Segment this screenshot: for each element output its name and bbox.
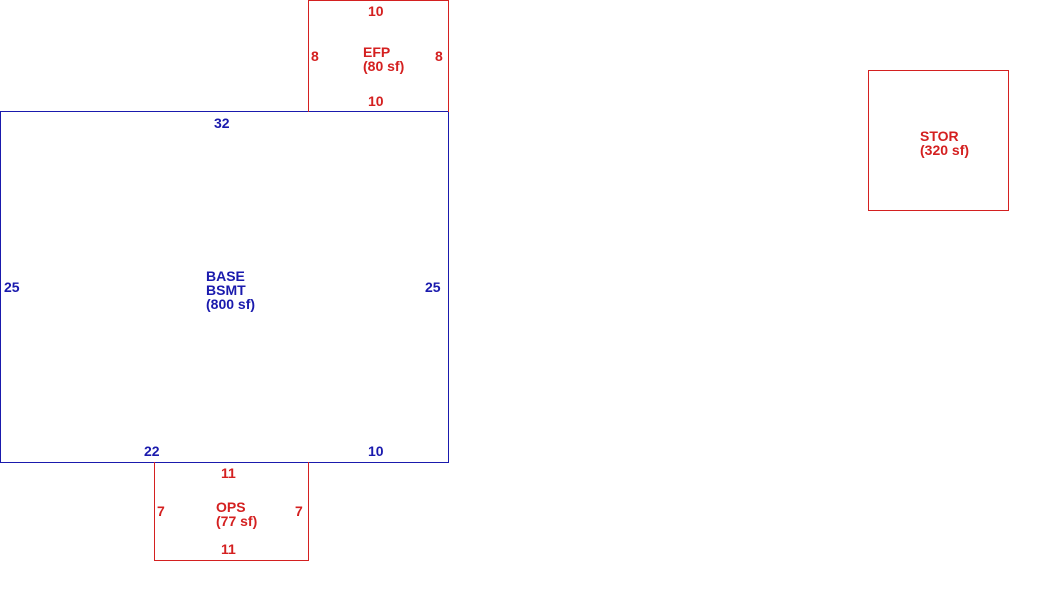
- efp-dim-top: 10: [368, 3, 384, 19]
- ops-dim-top: 11: [221, 465, 236, 481]
- ops-dim-right: 7: [295, 503, 303, 519]
- base-room-name-line2: BSMT: [206, 282, 246, 298]
- base-dim-top: 32: [214, 115, 230, 131]
- base-dim-right: 25: [425, 279, 441, 295]
- base-room-name-line1: BASE: [206, 268, 245, 284]
- base-dim-bottom-left: 22: [144, 443, 160, 459]
- base-dim-left: 25: [4, 279, 20, 295]
- ops-dim-bottom: 11: [221, 541, 236, 557]
- stor-room-outline: [868, 70, 1009, 211]
- efp-room-outline: [308, 0, 449, 112]
- efp-room-area: (80 sf): [363, 58, 405, 74]
- base-dim-bottom-right: 10: [368, 443, 384, 459]
- efp-room-name: EFP: [363, 44, 391, 60]
- stor-room-label: STOR (320 sf): [920, 129, 969, 157]
- efp-room-label: EFP (80 sf): [363, 45, 404, 73]
- ops-dim-left: 7: [157, 503, 165, 519]
- base-room-outline: [0, 111, 449, 463]
- ops-room-label: OPS (77 sf): [216, 500, 257, 528]
- stor-room-area: (320 sf): [920, 142, 970, 158]
- base-room-area: (800 sf): [206, 296, 256, 312]
- ops-room-area: (77 sf): [216, 513, 258, 529]
- efp-dim-bottom: 10: [368, 93, 384, 109]
- efp-dim-left: 8: [311, 48, 319, 64]
- base-room-label: BASE BSMT (800 sf): [206, 269, 255, 311]
- ops-room-outline: [154, 462, 309, 561]
- stor-room-name: STOR: [920, 128, 959, 144]
- ops-room-name: OPS: [216, 499, 246, 515]
- efp-dim-right: 8: [435, 48, 443, 64]
